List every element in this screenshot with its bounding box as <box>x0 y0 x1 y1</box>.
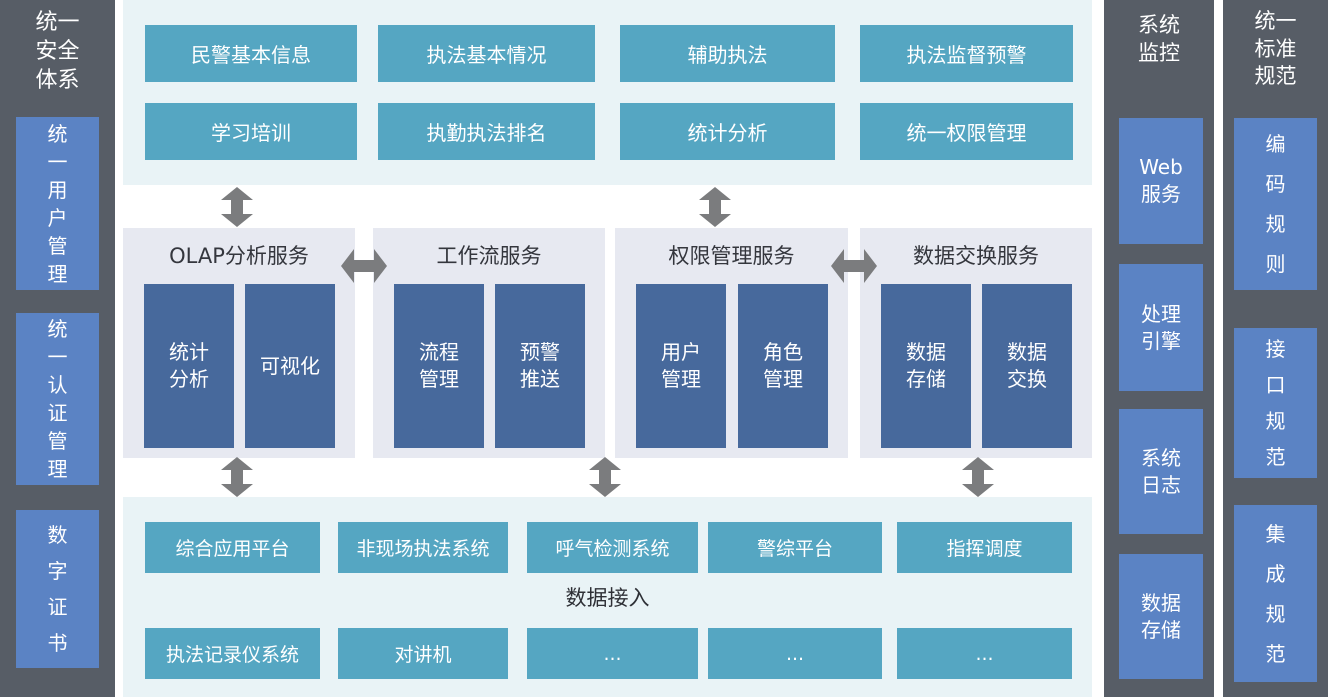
sidebar-unified-standards: 统一 标准 规范 编码规则 接口规范 集成规范 <box>1223 0 1328 697</box>
user-management-box: 用户 管理 <box>636 284 726 448</box>
ellipsis-box-1: ... <box>527 628 698 679</box>
data-storage-sidebar-box: 数据 存储 <box>1119 554 1203 679</box>
intercom-box: 对讲机 <box>338 628 508 679</box>
double-arrow-vertical-top-right-icon <box>699 187 731 231</box>
unified-permission-management-box: 统一权限管理 <box>860 103 1073 160</box>
breath-test-system-box: 呼气检测系统 <box>527 522 698 573</box>
warning-push-box: 预警 推送 <box>495 284 585 448</box>
interface-spec-box: 接口规范 <box>1234 328 1317 478</box>
ellipsis-box-3: ... <box>897 628 1072 679</box>
sidebar-system-monitoring: 系统 监控 Web 服务 处理 引擎 系统 日志 数据 存储 <box>1104 0 1214 697</box>
double-arrow-vertical-top-left-icon <box>221 187 253 231</box>
enforcement-recorder-system-box: 执法记录仪系统 <box>145 628 320 679</box>
interface-spec-label: 接口规范 <box>1265 337 1286 469</box>
olap-analysis-service-group: OLAP分析服务 统计 分析 可视化 <box>123 228 355 458</box>
data-exchange-service-title: 数据交换服务 <box>913 244 1039 268</box>
processing-engine-label: 处理 引擎 <box>1141 301 1181 353</box>
integration-spec-box: 集成规范 <box>1234 505 1317 682</box>
unified-security-title: 统一 安全 体系 <box>35 10 80 94</box>
double-arrow-vertical-bottom-center-icon <box>589 457 621 501</box>
duty-enforcement-ranking-box: 执勤执法排名 <box>378 103 595 160</box>
data-exchange-box: 数据 交换 <box>982 284 1072 448</box>
process-management-box: 流程 管理 <box>394 284 484 448</box>
data-storage-sidebar-label: 数据 存储 <box>1141 590 1181 642</box>
system-monitoring-title: 系统 监控 <box>1138 13 1180 65</box>
role-management-box: 角色 管理 <box>738 284 828 448</box>
sidebar-unified-security: 统一 安全 体系 统一用户管理 统一认证管理 数字证书 <box>0 0 115 697</box>
unified-auth-management-box: 统一认证管理 <box>16 313 99 485</box>
statistical-analysis-box: 统计分析 <box>620 103 835 160</box>
ellipsis-box-2: ... <box>708 628 882 679</box>
permission-management-service-title: 权限管理服务 <box>668 244 795 268</box>
coding-rules-label: 编码规则 <box>1265 132 1286 276</box>
application-layer-section: 民警基本信息 执法基本情况 辅助执法 执法监督预警 学习培训 执勤执法排名 统计… <box>123 0 1092 185</box>
coding-rules-box: 编码规则 <box>1234 118 1317 290</box>
data-access-section: 综合应用平台 非现场执法系统 呼气检测系统 警综平台 指挥调度 数据接入 执法记… <box>123 497 1092 697</box>
offsite-enforcement-system-box: 非现场执法系统 <box>338 522 508 573</box>
double-arrow-horizontal-right-icon <box>831 249 877 287</box>
visualization-box: 可视化 <box>245 284 335 448</box>
system-log-box: 系统 日志 <box>1119 409 1203 534</box>
unified-user-management-box: 统一用户管理 <box>16 117 99 290</box>
police-basic-info-box: 民警基本信息 <box>145 25 357 82</box>
data-storage-box: 数据 存储 <box>881 284 971 448</box>
police-comprehensive-platform-box: 警综平台 <box>708 522 882 573</box>
assisted-enforcement-box: 辅助执法 <box>620 25 835 82</box>
system-log-label: 系统 日志 <box>1141 445 1181 497</box>
double-arrow-horizontal-left-icon <box>341 249 387 287</box>
workflow-service-group: 工作流服务 流程 管理 预警 推送 <box>373 228 605 458</box>
statistics-analysis-box: 统计 分析 <box>144 284 234 448</box>
workflow-service-title: 工作流服务 <box>436 244 542 268</box>
permission-management-service-group: 权限管理服务 用户 管理 角色 管理 <box>615 228 848 458</box>
web-service-box: Web 服务 <box>1119 118 1203 244</box>
processing-engine-box: 处理 引擎 <box>1119 264 1203 391</box>
enforcement-supervision-warning-box: 执法监督预警 <box>860 25 1073 82</box>
command-dispatch-box: 指挥调度 <box>897 522 1072 573</box>
olap-analysis-service-title: OLAP分析服务 <box>169 244 309 268</box>
unified-user-management-label: 统一用户管理 <box>47 121 68 286</box>
learning-training-box: 学习培训 <box>145 103 357 160</box>
enforcement-basic-status-box: 执法基本情况 <box>378 25 595 82</box>
data-access-label: 数据接入 <box>565 586 650 610</box>
double-arrow-vertical-bottom-right-icon <box>962 457 994 501</box>
digital-certificate-label: 数字证书 <box>47 523 68 655</box>
web-service-label: Web 服务 <box>1139 155 1183 206</box>
digital-certificate-box: 数字证书 <box>16 510 99 668</box>
integrated-app-platform-box: 综合应用平台 <box>145 522 320 573</box>
unified-standards-title: 统一 标准 规范 <box>1254 9 1297 89</box>
integration-spec-label: 集成规范 <box>1265 521 1286 666</box>
data-exchange-service-group: 数据交换服务 数据 存储 数据 交换 <box>860 228 1092 458</box>
unified-auth-management-label: 统一认证管理 <box>47 317 68 481</box>
double-arrow-vertical-bottom-left-icon <box>221 457 253 501</box>
